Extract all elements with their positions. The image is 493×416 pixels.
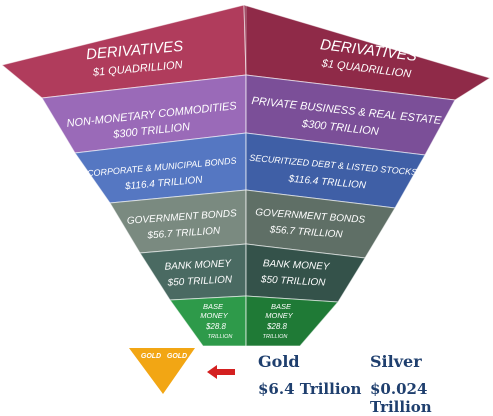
level-5-left-value: $50 TRILLION	[166, 274, 233, 288]
level-6-left-value-line2: TRILLION	[208, 334, 233, 340]
level-6-right-title: BASE	[271, 302, 292, 311]
pyramid-level-derivatives: DERIVATIVES $1 QUADRILLION DERIVATIVES $…	[0, 4, 492, 101]
level-4-left-value: $56.7 TRILLION	[146, 225, 221, 241]
gold-triangle: GOLD GOLD	[129, 348, 195, 394]
gold-triangle-label-right: GOLD	[167, 353, 187, 360]
gold-title: Gold	[258, 352, 300, 371]
silver-value: $0.024 Trillion	[370, 380, 432, 416]
left-arrow-icon	[207, 365, 235, 379]
level-6-left-title-line2: MONEY	[200, 311, 229, 320]
level-4-right-value: $56.7 TRILLION	[268, 224, 343, 240]
gold-triangle-shape	[129, 348, 195, 394]
level-6-right-face	[245, 295, 340, 347]
level-6-left-title: BASE	[203, 302, 224, 311]
pyramid-level-bonds-securities: CORPORATE & MUNICIPAL BONDS $116.4 TRILL…	[74, 132, 426, 209]
level-5-left-title: BANK MONEY	[164, 258, 232, 273]
level-5-right-value: $50 TRILLION	[260, 274, 327, 288]
pyramid-level-government-bonds: GOVERNMENT BONDS $56.7 TRILLION GOVERNME…	[109, 189, 396, 259]
level-6-right-title-line2: MONEY	[265, 311, 294, 320]
level-6-right-value-line2: TRILLION	[263, 334, 288, 340]
level-6-left-value: $28.8	[205, 322, 227, 331]
silver-title: Silver	[370, 352, 422, 371]
gold-triangle-label-left: GOLD	[141, 353, 161, 360]
pyramid-level-commodities-business: NON-MONETARY COMMODITIES $300 TRILLION P…	[41, 74, 456, 156]
level-6-right-value: $28.8	[266, 322, 288, 331]
pyramid-level-base-money: BASE MONEY $28.8 TRILLION BASE MONEY $28…	[169, 295, 340, 347]
gold-value: $6.4 Trillion	[258, 380, 362, 398]
level-5-right-title: BANK MONEY	[263, 258, 331, 273]
level-5-left-face	[139, 243, 247, 301]
asset-pyramid-diagram: DERIVATIVES $1 QUADRILLION DERIVATIVES $…	[0, 4, 492, 394]
pyramid-level-bank-money: BANK MONEY $50 TRILLION BANK MONEY $50 T…	[139, 243, 366, 303]
